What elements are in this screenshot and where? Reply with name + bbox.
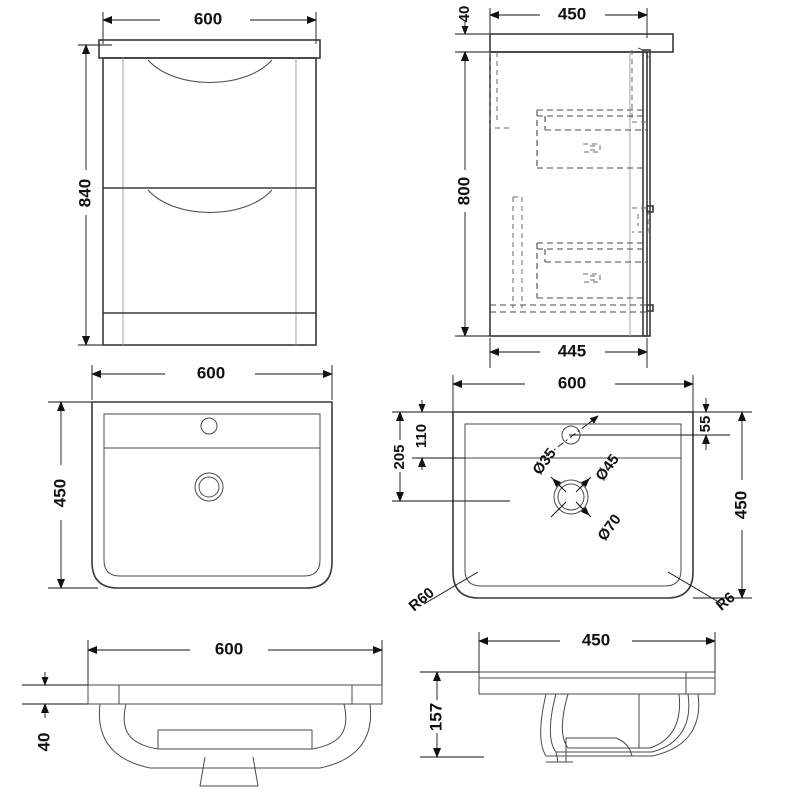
dimension-basin-right-205: 205 bbox=[391, 411, 510, 502]
dimension-label-basin-side-depth: 450 bbox=[582, 630, 610, 649]
waste-arrow-nw bbox=[552, 478, 563, 489]
dimension-cabinet-front-width: 600 bbox=[102, 9, 317, 44]
dimension-label-basin-side-height: 157 bbox=[426, 703, 445, 731]
cabinet-body-outline bbox=[102, 57, 317, 346]
hidden-lower-drawer-box bbox=[536, 242, 648, 299]
basin-right-outer-rim bbox=[452, 411, 694, 599]
dimension-label-basin-right-450: 450 bbox=[731, 491, 750, 519]
view-basin-front: 600 40 bbox=[22, 639, 383, 787]
radius-leader-left bbox=[423, 571, 479, 605]
dimension-basin-side-height: 157 bbox=[420, 671, 484, 758]
callout-label-dia35: Ø35 bbox=[529, 445, 559, 478]
dimension-basin-right-55: 55 bbox=[569, 398, 730, 450]
door-panel-side bbox=[642, 49, 651, 337]
basin-side-rim-slab bbox=[478, 671, 716, 695]
dimension-label-basin-plan-width: 600 bbox=[197, 363, 225, 382]
hinge-plate-bottom bbox=[646, 304, 654, 312]
view-basin-plan-right: 600 205 110 55 bbox=[391, 373, 752, 615]
tap-hole bbox=[200, 417, 218, 435]
dimension-label-side-depth-bottom: 445 bbox=[558, 341, 586, 360]
callout-label-radius-left: R60 bbox=[406, 584, 438, 615]
view-basin-side: 450 157 bbox=[420, 630, 716, 763]
lower-drawer-handle-curve bbox=[147, 189, 273, 213]
view-cabinet-side: 40 450 800 445 bbox=[454, 4, 674, 368]
dimension-label-basin-right-110: 110 bbox=[413, 424, 430, 448]
view-basin-plan-left: 600 450 bbox=[48, 363, 333, 589]
dimension-label-basin-plan-depth: 450 bbox=[50, 479, 69, 507]
hidden-hinge-top bbox=[631, 50, 648, 123]
dimension-cabinet-side-top-thickness: 40 bbox=[455, 6, 500, 64]
dimension-cabinet-side-height: 800 bbox=[454, 51, 500, 337]
basin-right-inner-bowl bbox=[464, 423, 682, 587]
waste-hole-inner bbox=[198, 476, 220, 498]
basin-front-bowl-inner bbox=[123, 703, 347, 750]
basin-front-waste-spigot bbox=[199, 756, 259, 787]
radius-leader-right bbox=[667, 571, 723, 605]
dimension-cabinet-side-top-depth: 450 bbox=[489, 4, 648, 38]
callout-label-dia45: Ø45 bbox=[592, 451, 622, 484]
dimension-basin-plan-width: 600 bbox=[91, 363, 333, 400]
waste-hole-outer bbox=[194, 472, 224, 502]
dimension-basin-front-width: 600 bbox=[87, 639, 383, 690]
dimension-basin-side-depth: 450 bbox=[478, 630, 716, 678]
dimension-label-basin-right-55: 55 bbox=[697, 416, 714, 433]
dimension-basin-right-110: 110 bbox=[412, 400, 465, 470]
dimension-label-cabinet-width: 600 bbox=[194, 9, 222, 28]
hidden-upper-drawer-box bbox=[536, 109, 648, 169]
basin-side-bowl-inner bbox=[561, 693, 681, 749]
waste-arrow-ne bbox=[579, 478, 590, 489]
dimension-basin-right-width: 600 bbox=[452, 373, 694, 412]
dimension-label-side-depth-top: 450 bbox=[558, 4, 586, 23]
dimension-basin-plan-depth: 450 bbox=[48, 401, 98, 589]
callout-label-radius-right: R6 bbox=[713, 589, 739, 614]
basin-front-rim-slab bbox=[87, 684, 383, 705]
basin-side-bowl-mid bbox=[549, 693, 690, 753]
dimension-cabinet-side-bottom-depth: 445 bbox=[489, 338, 648, 368]
countertop-slab bbox=[98, 39, 321, 59]
dimension-label-basin-right-width: 600 bbox=[558, 373, 586, 392]
dimension-basin-front-rim: 40 bbox=[22, 672, 92, 751]
dimension-label-cabinet-height: 840 bbox=[75, 179, 94, 207]
waste-arrow-se bbox=[579, 505, 590, 516]
dimension-basin-right-450: 450 bbox=[693, 411, 752, 599]
dimension-label-basin-right-205: 205 bbox=[391, 444, 408, 469]
basin-side-bowl-outer bbox=[540, 693, 700, 757]
view-cabinet-front: 600 840 bbox=[75, 9, 321, 346]
tap-hole-leader-arrow bbox=[587, 415, 599, 425]
waste-leader-sw bbox=[550, 501, 567, 518]
dimension-label-basin-front-rim: 40 bbox=[34, 733, 53, 752]
callout-label-dia70: Ø70 bbox=[594, 511, 624, 544]
upper-drawer-handle-curve bbox=[147, 59, 273, 83]
hinge-plate-mid bbox=[646, 205, 654, 213]
dimension-cabinet-front-height: 840 bbox=[75, 44, 112, 346]
basin-front-bowl-outer bbox=[98, 703, 372, 769]
basin-outer-rim bbox=[91, 401, 333, 589]
basin-side-base-line bbox=[566, 737, 633, 757]
hinge-curve-top bbox=[637, 47, 649, 59]
waste-hole-right-inner bbox=[557, 483, 585, 511]
tap-hole-right bbox=[561, 425, 581, 445]
dimension-label-side-top-thickness: 40 bbox=[456, 6, 473, 23]
dimension-label-side-height: 800 bbox=[454, 177, 473, 205]
hidden-bracket-top-left bbox=[489, 52, 510, 129]
waste-hole-right-outer bbox=[553, 479, 589, 515]
tap-hole-leader-axis bbox=[545, 416, 598, 457]
basin-inner-bowl bbox=[103, 413, 321, 577]
hidden-hinge-mid bbox=[632, 207, 649, 233]
cabinet-body-side-outline bbox=[489, 51, 648, 337]
dimension-label-basin-front-width: 600 bbox=[215, 639, 243, 658]
